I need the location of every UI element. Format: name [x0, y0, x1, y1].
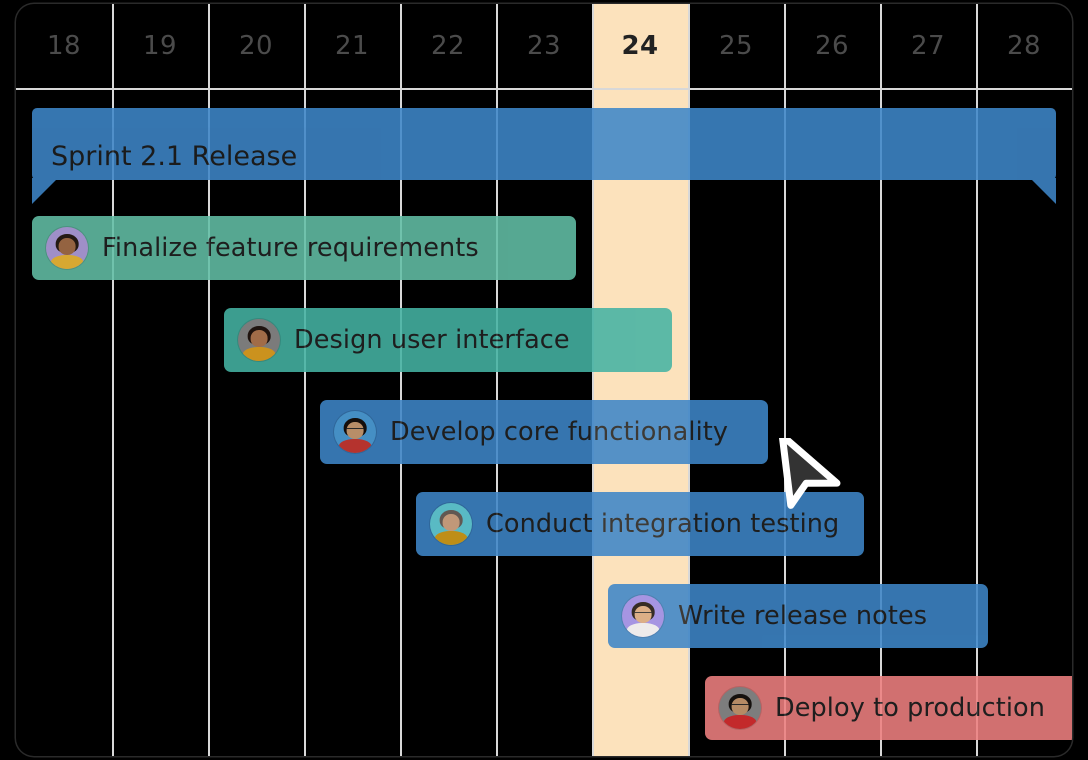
- grid-line: [688, 4, 690, 756]
- avatar-face: [250, 329, 268, 347]
- task-bar-label: Write release notes: [678, 601, 928, 631]
- task-bar-label: Finalize feature requirements: [102, 233, 479, 263]
- task-bar-write-release-notes[interactable]: Write release notes: [608, 584, 988, 648]
- task-bar-label: Develop core functionality: [390, 417, 729, 447]
- task-bar-finalize-feature-requirements[interactable]: Finalize feature requirements: [32, 216, 576, 280]
- day-header-27[interactable]: 27: [911, 31, 945, 61]
- avatar-face: [58, 237, 76, 255]
- avatar-face: [731, 697, 749, 715]
- day-header-19[interactable]: 19: [143, 31, 177, 61]
- avatar-face: [442, 513, 460, 531]
- day-header-24[interactable]: 24: [621, 31, 659, 61]
- summary-tail-left: [32, 178, 58, 204]
- avatar[interactable]: [238, 319, 280, 361]
- summary-bar-body: [32, 108, 1056, 180]
- grid-line: [208, 4, 210, 756]
- day-header-21[interactable]: 21: [335, 31, 369, 61]
- avatar-shirt: [242, 346, 276, 361]
- grid-line: [880, 4, 882, 756]
- avatar-glasses-icon: [731, 703, 749, 709]
- avatar-shirt: [626, 622, 660, 637]
- grid-line: [400, 4, 402, 756]
- avatar-shirt: [50, 254, 84, 269]
- grid-line: [112, 4, 114, 756]
- day-header-23[interactable]: 23: [527, 31, 561, 61]
- avatar[interactable]: [46, 227, 88, 269]
- summary-bar-sprint-2-1-release[interactable]: Sprint 2.1 Release: [32, 108, 1056, 206]
- task-bar-label: Conduct integration testing: [486, 509, 840, 539]
- task-bar-design-user-interface[interactable]: Design user interface: [224, 308, 672, 372]
- day-header-22[interactable]: 22: [431, 31, 465, 61]
- avatar[interactable]: [719, 687, 761, 729]
- day-header-20[interactable]: 20: [239, 31, 273, 61]
- day-header-18[interactable]: 18: [47, 31, 81, 61]
- task-bar-develop-core-functionality[interactable]: Develop core functionality: [320, 400, 768, 464]
- avatar-glasses-icon: [346, 427, 364, 433]
- grid-line: [784, 4, 786, 756]
- task-bar-deploy-to-production[interactable]: Deploy to production: [705, 676, 1072, 740]
- grid-line: [976, 4, 978, 756]
- summary-tail-right: [1030, 178, 1056, 204]
- avatar[interactable]: [334, 411, 376, 453]
- task-bar-label: Deploy to production: [775, 693, 1046, 723]
- task-bar-label: Design user interface: [294, 325, 570, 355]
- avatar[interactable]: [430, 503, 472, 545]
- task-bar-conduct-integration-testing[interactable]: Conduct integration testing: [416, 492, 864, 556]
- gantt-chart: 18 19 20 21 22 23 24 25 26 27 28 Sprint 2.1 Releas…: [16, 4, 1072, 756]
- avatar[interactable]: [622, 595, 664, 637]
- header-divider: [16, 88, 1072, 90]
- avatar-face: [634, 605, 652, 623]
- avatar-shirt: [434, 530, 468, 545]
- avatar-glasses-icon: [634, 611, 652, 617]
- grid-line: [304, 4, 306, 756]
- grid-line: [592, 4, 594, 756]
- avatar-shirt: [723, 714, 757, 729]
- day-header-28[interactable]: 28: [1007, 31, 1041, 61]
- avatar-face: [346, 421, 364, 439]
- day-header-26[interactable]: 26: [815, 31, 849, 61]
- day-header-25[interactable]: 25: [719, 31, 753, 61]
- grid-line: [496, 4, 498, 756]
- summary-bar-label: Sprint 2.1 Release: [51, 141, 298, 172]
- avatar-shirt: [338, 438, 372, 453]
